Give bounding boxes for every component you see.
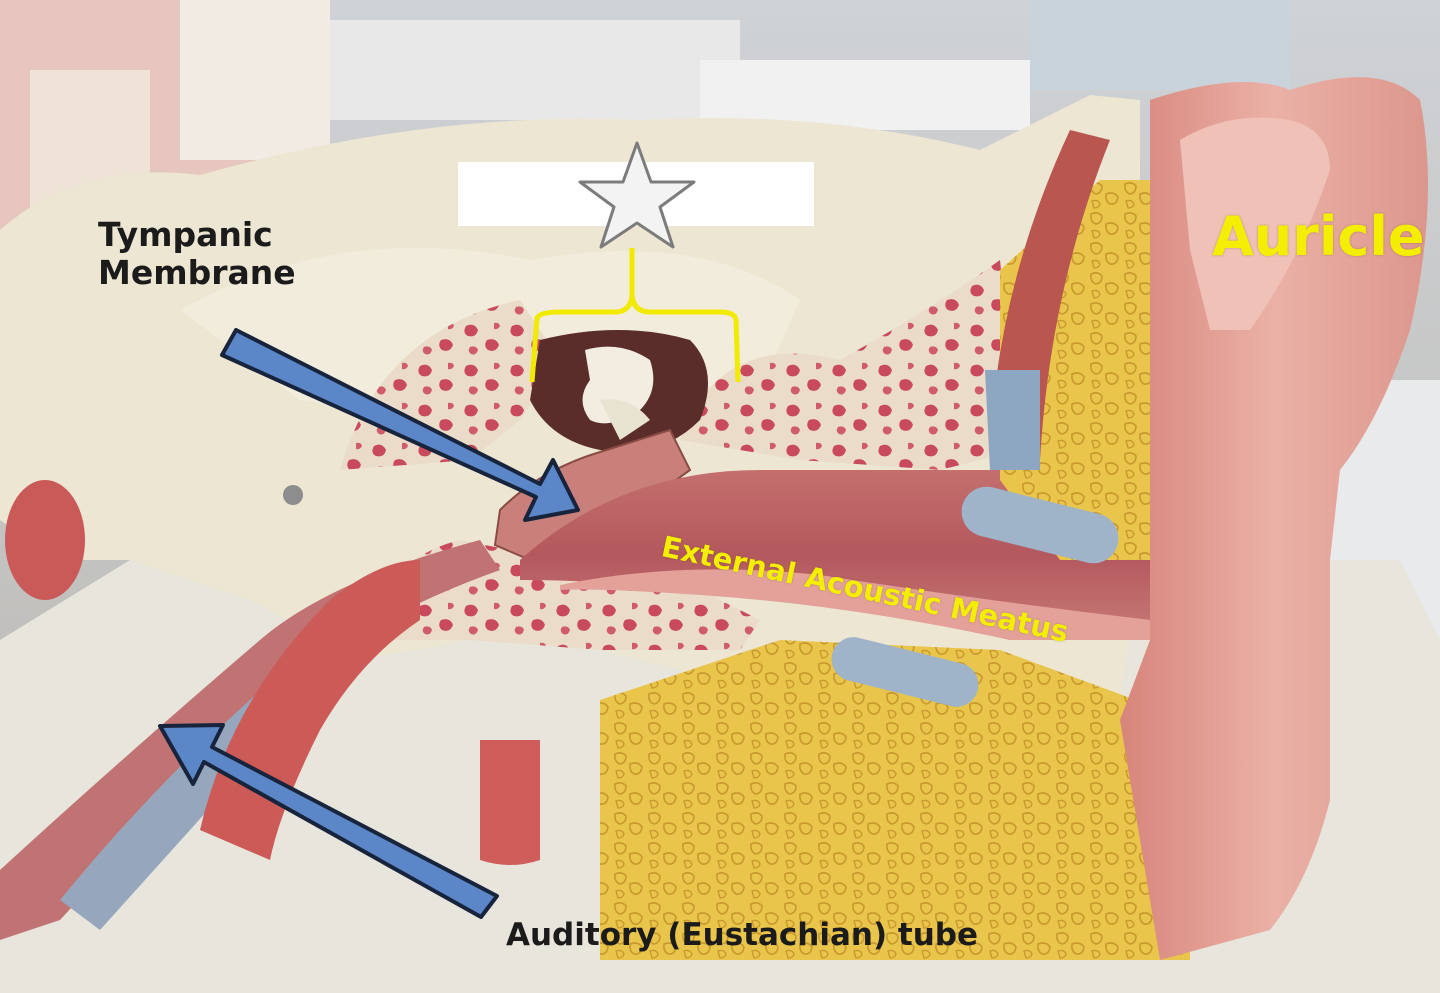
auricle-highlight: [1180, 117, 1330, 330]
background-model-panel-2: [180, 0, 330, 160]
auricle-label: Auricle: [1212, 205, 1425, 268]
auditory-tube-arrow: [158, 723, 499, 919]
canal-floor: [560, 569, 1150, 640]
auricle-model: [1120, 77, 1428, 961]
cartilage-lower: [831, 637, 979, 707]
vessel: [480, 740, 540, 865]
tympanic-arrow: [220, 328, 580, 522]
middle-ear-bracket: [529, 248, 741, 383]
yellow-tissue-lower: [600, 640, 1190, 960]
vessel-left: [5, 480, 85, 600]
auditory-tube-label: Auditory (Eustachian) tube: [506, 917, 979, 953]
tympanic-label-line-1: Tympanic: [98, 215, 273, 254]
paper-stack: [320, 20, 740, 120]
tympanic-label-line-2: Membrane: [98, 252, 296, 292]
bag-background: [1030, 0, 1290, 90]
ossicles-2: [600, 399, 650, 440]
star-icon: [578, 141, 696, 249]
spongy-bone-right: [680, 260, 1020, 470]
screw: [283, 485, 303, 505]
muscle-tendon: [985, 370, 1040, 470]
cartilage-upper: [961, 486, 1119, 564]
paper-stack-2: [700, 60, 1030, 130]
ossicles: [582, 346, 654, 424]
